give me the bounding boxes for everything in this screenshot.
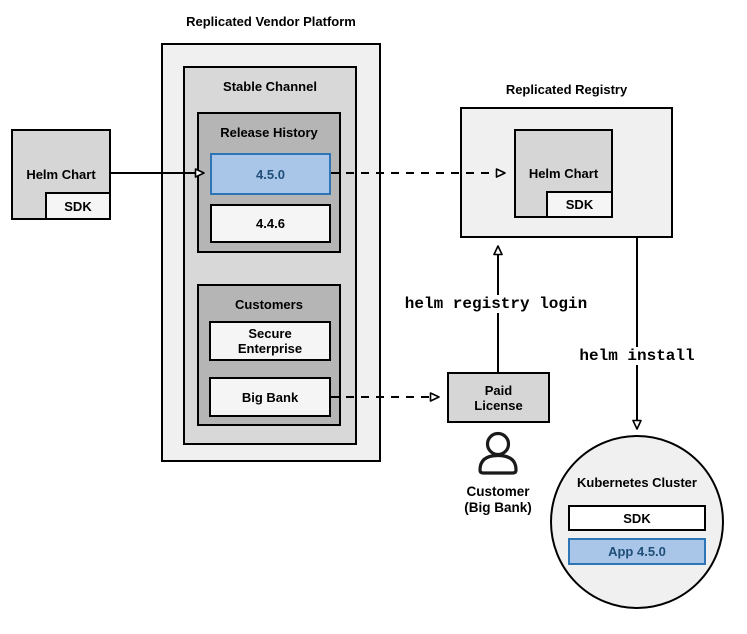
registry-sdk-badge: SDK: [546, 191, 613, 218]
customer-secure-enterprise-node: Secure Enterprise: [209, 321, 331, 361]
registry-sdk-label: SDK: [565, 197, 594, 212]
release-4-5-0-label: 4.5.0: [256, 166, 285, 182]
cluster-sdk-box: SDK: [568, 505, 706, 531]
cluster-app-box: App 4.5.0: [568, 538, 706, 565]
cluster-app-label: App 4.5.0: [608, 544, 666, 559]
paid-license-node: Paid License: [447, 372, 550, 423]
customer-big-bank-label: Big Bank: [241, 389, 299, 405]
paid-license-label: Paid License: [474, 382, 523, 413]
stable-channel-label: Stable Channel: [223, 79, 317, 94]
helm-chart-source-sdk-label: SDK: [64, 198, 92, 214]
cluster-sdk-label: SDK: [623, 510, 651, 526]
registry-helm-chart-label: Helm Chart: [528, 166, 599, 181]
kubernetes-cluster-label: Kubernetes Cluster: [577, 475, 697, 490]
person-icon: [478, 431, 518, 475]
customers-label: Customers: [235, 297, 303, 312]
cmd-helm-install: helm install: [576, 347, 698, 365]
customer-caption: Customer (Big Bank): [464, 484, 532, 515]
registry-title: Replicated Registry: [505, 82, 628, 97]
helm-chart-source-sdk-badge: SDK: [45, 192, 111, 220]
customer-big-bank-node: Big Bank: [209, 377, 331, 417]
helm-chart-source-label: Helm Chart: [26, 167, 96, 182]
release-history-label: Release History: [220, 125, 318, 140]
release-4-4-6-node: 4.4.6: [210, 204, 331, 243]
cmd-helm-registry-login: helm registry login: [401, 295, 591, 313]
release-4-5-0-node: 4.5.0: [210, 153, 331, 195]
release-4-4-6-label: 4.4.6: [256, 216, 285, 231]
platform-title: Replicated Vendor Platform: [186, 14, 356, 29]
customer-secure-enterprise-label: Secure Enterprise: [237, 326, 303, 356]
